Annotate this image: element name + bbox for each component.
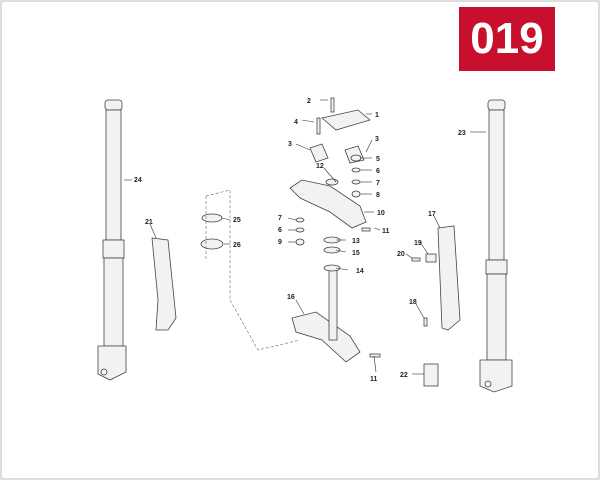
dashed-guides <box>205 189 301 351</box>
bolt-11a <box>361 227 371 232</box>
callout-23: 23 <box>458 130 466 137</box>
callout-2: 2 <box>307 98 311 105</box>
nut-6b <box>295 227 305 233</box>
page-number-badge: 019 <box>459 7 555 71</box>
bolt-18 <box>423 317 428 327</box>
callout-13: 13 <box>352 238 360 245</box>
upper-triple-clamp <box>289 179 367 229</box>
callout-6-lower: 6 <box>278 227 282 234</box>
callout-12: 12 <box>316 163 324 170</box>
nut-8 <box>351 190 361 198</box>
callout-21: 21 <box>145 219 153 226</box>
washer-15 <box>323 246 341 254</box>
callout-25: 25 <box>233 217 241 224</box>
callout-16: 16 <box>287 294 295 301</box>
callout-6-upper: 6 <box>376 168 380 175</box>
callout-11-upper: 11 <box>382 228 390 235</box>
callout-7-upper: 7 <box>376 180 380 187</box>
callout-leaders <box>124 99 486 375</box>
sticker-22 <box>423 363 439 387</box>
callout-24: 24 <box>134 177 142 184</box>
callout-14: 14 <box>356 268 364 275</box>
callout-18: 18 <box>409 299 417 306</box>
callout-3-right: 3 <box>375 136 379 143</box>
washer-12 <box>325 178 339 186</box>
callout-4: 4 <box>294 119 298 126</box>
fork-leg-left <box>97 99 127 381</box>
callout-26: 26 <box>233 242 241 249</box>
fork-guard-left <box>151 237 177 331</box>
callout-7-lower: 7 <box>278 215 282 222</box>
bolt-4 <box>316 117 321 135</box>
callout-3-left: 3 <box>288 141 292 148</box>
clamp-19 <box>425 253 437 263</box>
bolt-11b <box>369 353 381 358</box>
riser-left <box>309 143 329 163</box>
callout-10: 10 <box>377 210 385 217</box>
callout-19: 19 <box>414 240 422 247</box>
callout-9: 9 <box>278 239 282 246</box>
callout-1: 1 <box>375 112 379 119</box>
lower-triple-clamp <box>291 311 361 363</box>
callout-17: 17 <box>428 211 436 218</box>
bearing-26 <box>200 238 224 250</box>
seal-25 <box>201 213 223 223</box>
callout-8: 8 <box>376 192 380 199</box>
washer-14 <box>323 264 341 272</box>
callout-11-lower: 11 <box>370 376 378 383</box>
steering-stem <box>328 269 338 341</box>
nut-7b <box>295 217 305 223</box>
fork-leg-right <box>479 99 513 393</box>
bolt-2 <box>330 97 335 113</box>
callout-22: 22 <box>400 372 408 379</box>
bolt-20 <box>411 257 421 262</box>
nut-7 <box>351 179 361 185</box>
callout-20: 20 <box>397 251 405 258</box>
nut-5 <box>350 154 362 162</box>
callout-5: 5 <box>376 156 380 163</box>
handlebar-clamp <box>321 109 371 131</box>
nut-9 <box>295 238 305 246</box>
fork-guard-right <box>437 225 461 331</box>
callouts: 1 2 3 3 4 5 6 6 7 7 8 9 10 11 11 12 13 1… <box>134 98 466 383</box>
nut-6 <box>351 167 361 173</box>
callout-15: 15 <box>352 250 360 257</box>
